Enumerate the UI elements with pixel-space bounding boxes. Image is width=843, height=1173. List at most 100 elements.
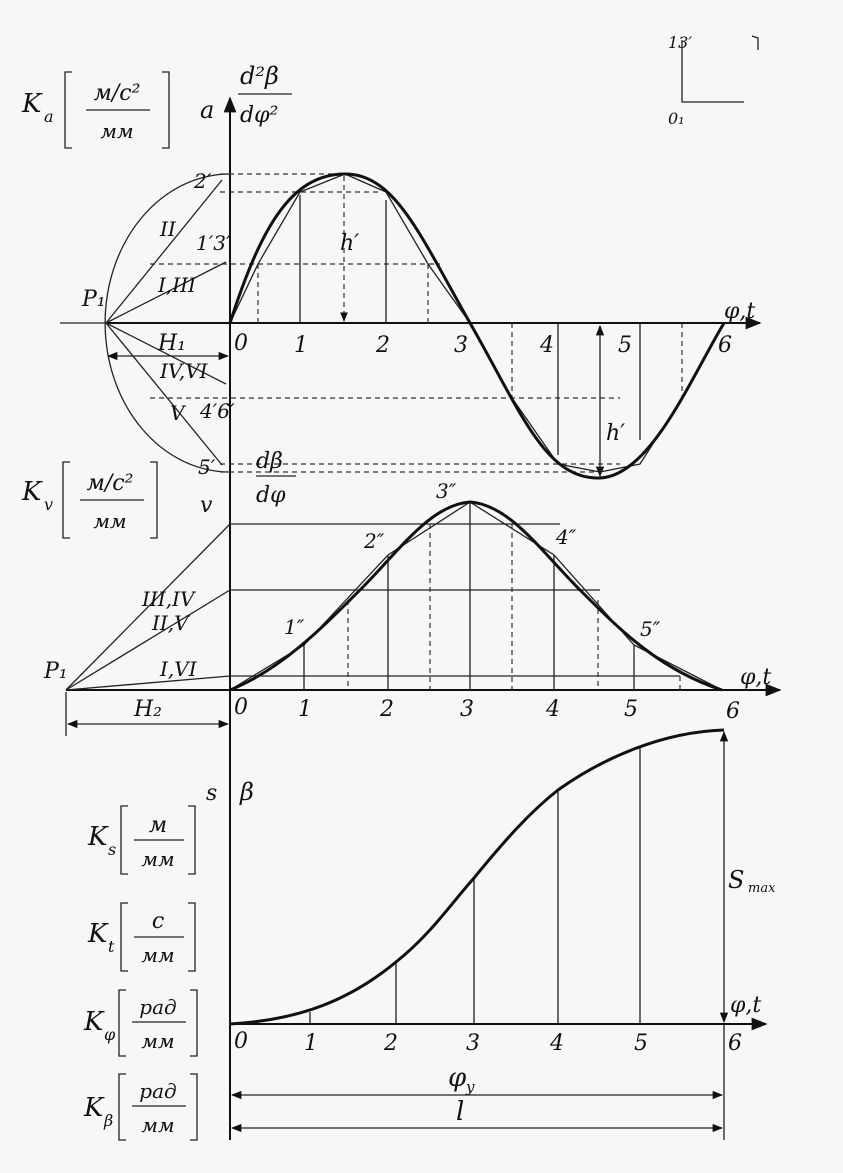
svg-text:6: 6 xyxy=(726,699,740,724)
velocity-plot: v φ,t III,IV II,V I,VI P₁ H₂ xyxy=(43,479,782,736)
svg-text:мм: мм xyxy=(141,943,174,967)
axis-a-label: a xyxy=(200,96,214,124)
point-5pp: 5″ xyxy=(640,617,661,641)
svg-text:4: 4 xyxy=(539,333,554,358)
mid-verticals xyxy=(303,502,681,690)
svg-text:t: t xyxy=(108,937,115,956)
svg-text:мм: мм xyxy=(141,1029,174,1053)
top-tick-labels: 0 1 2 3 4 5 6 xyxy=(234,331,732,358)
svg-text:K: K xyxy=(87,822,109,852)
svg-text:K: K xyxy=(87,919,109,949)
acceleration-curve xyxy=(228,172,726,480)
d2-numerator: d²β xyxy=(240,62,279,90)
smax-label: S xyxy=(728,866,744,894)
svg-text:5: 5 xyxy=(624,697,638,722)
svg-text:0: 0 xyxy=(234,331,248,356)
phi-y-sub: y xyxy=(465,1078,475,1096)
h-prime-lower-label: h′ xyxy=(606,421,625,446)
top-axis-label: φ,t xyxy=(724,299,755,324)
svg-text:6: 6 xyxy=(728,1031,742,1056)
bot-verticals xyxy=(309,746,641,1024)
svg-text:2: 2 xyxy=(375,333,390,358)
ray-label-ii: II xyxy=(159,217,177,241)
displacement-plot: s β φ,t S max 0 1 2 3 4 5 6 xyxy=(206,728,776,1140)
svg-text:м/с²: м/с² xyxy=(87,471,134,496)
coef-ks: K s м мм xyxy=(87,805,196,875)
svg-text:3: 3 xyxy=(454,333,468,358)
coef-kphi: K φ рад мм xyxy=(83,989,198,1057)
axis-beta-label: β xyxy=(239,778,254,806)
d2-denominator: dφ² xyxy=(240,103,278,128)
ray-ii xyxy=(105,179,223,324)
ray-v xyxy=(105,322,223,466)
svg-text:4: 4 xyxy=(545,697,560,722)
ray-label-i-iii: I,III xyxy=(157,273,197,297)
svg-text:рад: рад xyxy=(139,1079,176,1103)
top-pole-label: P₁ xyxy=(81,287,106,312)
svg-text:м: м xyxy=(149,813,167,838)
h1-label: H₁ xyxy=(157,331,186,356)
svg-text:β: β xyxy=(103,1111,113,1130)
ray-label-iv-vi: IV,VI xyxy=(159,359,209,383)
coef-ka: K a м/с² мм xyxy=(21,71,170,149)
point-1pp: 1″ xyxy=(284,615,305,639)
l-label: l xyxy=(456,1097,464,1127)
ray-iii-iv xyxy=(65,523,231,691)
svg-text:рад: рад xyxy=(139,995,176,1019)
point-4pp: 4″ xyxy=(555,525,577,549)
svg-text:s: s xyxy=(108,840,116,859)
svg-text:0: 0 xyxy=(234,695,248,720)
svg-text:3: 3 xyxy=(460,697,474,722)
svg-text:мм: мм xyxy=(93,509,126,533)
ray-ii-v xyxy=(65,589,231,691)
point-4p6p: 4′6′ xyxy=(199,399,235,423)
svg-text:1: 1 xyxy=(294,333,308,358)
ray-label-i-vi: I,VI xyxy=(159,657,198,681)
svg-text:м/с²: м/с² xyxy=(94,81,141,106)
svg-text:K: K xyxy=(83,1093,105,1123)
svg-text:0₁: 0₁ xyxy=(668,109,685,128)
mid-tick-labels: 0 1 2 3 4 5 6 xyxy=(234,695,740,724)
point-5p: 5′ xyxy=(198,455,216,479)
coef-kt: K t с мм xyxy=(87,902,196,972)
svg-text:2: 2 xyxy=(383,1031,398,1056)
mid-axis-label: φ,t xyxy=(740,665,771,690)
svg-text:мм: мм xyxy=(141,847,174,871)
d1-denominator: dφ xyxy=(256,483,286,508)
coef-kv: K v м/с² мм xyxy=(21,461,158,539)
svg-text:1: 1 xyxy=(298,697,312,722)
point-2p: 2′ xyxy=(193,169,212,193)
point-2pp: 2″ xyxy=(363,529,385,553)
ray-i-vi xyxy=(65,675,231,691)
svg-text:мм: мм xyxy=(100,119,133,143)
velocity-curve xyxy=(229,500,723,692)
axis-s-label: s xyxy=(206,781,217,806)
svg-text:2: 2 xyxy=(379,697,394,722)
top-verticals xyxy=(257,195,683,455)
smax-sub: max xyxy=(748,881,776,896)
coef-kbeta: K β рад мм xyxy=(83,1073,198,1141)
point-3pp: 3″ xyxy=(436,479,457,503)
ray-label-v: V xyxy=(170,401,187,425)
svg-text:13′: 13′ xyxy=(668,33,692,52)
svg-text:с: с xyxy=(152,909,164,934)
svg-text:3: 3 xyxy=(466,1031,480,1056)
svg-text:мм: мм xyxy=(141,1113,174,1137)
bot-tick-labels: 0 1 2 3 4 5 6 xyxy=(234,1029,742,1056)
h2-label: H₂ xyxy=(133,697,162,722)
svg-text:6: 6 xyxy=(718,333,732,358)
d1-numerator: dβ xyxy=(256,449,283,474)
svg-text:0: 0 xyxy=(234,1029,248,1054)
bot-axis-label: φ,t xyxy=(730,993,761,1018)
axis-v-label: v xyxy=(200,493,213,518)
ray-i-iii xyxy=(105,261,227,324)
point-1p3p: 1′3′ xyxy=(196,231,231,255)
svg-text:v: v xyxy=(44,495,53,514)
mid-pole-label: P₁ xyxy=(43,659,68,684)
svg-text:a: a xyxy=(44,107,54,126)
svg-text:K: K xyxy=(21,477,43,507)
corner-mark: 13′ 0₁ xyxy=(668,33,759,128)
phi-y-label: φ xyxy=(448,1063,467,1093)
svg-text:K: K xyxy=(83,1007,105,1037)
